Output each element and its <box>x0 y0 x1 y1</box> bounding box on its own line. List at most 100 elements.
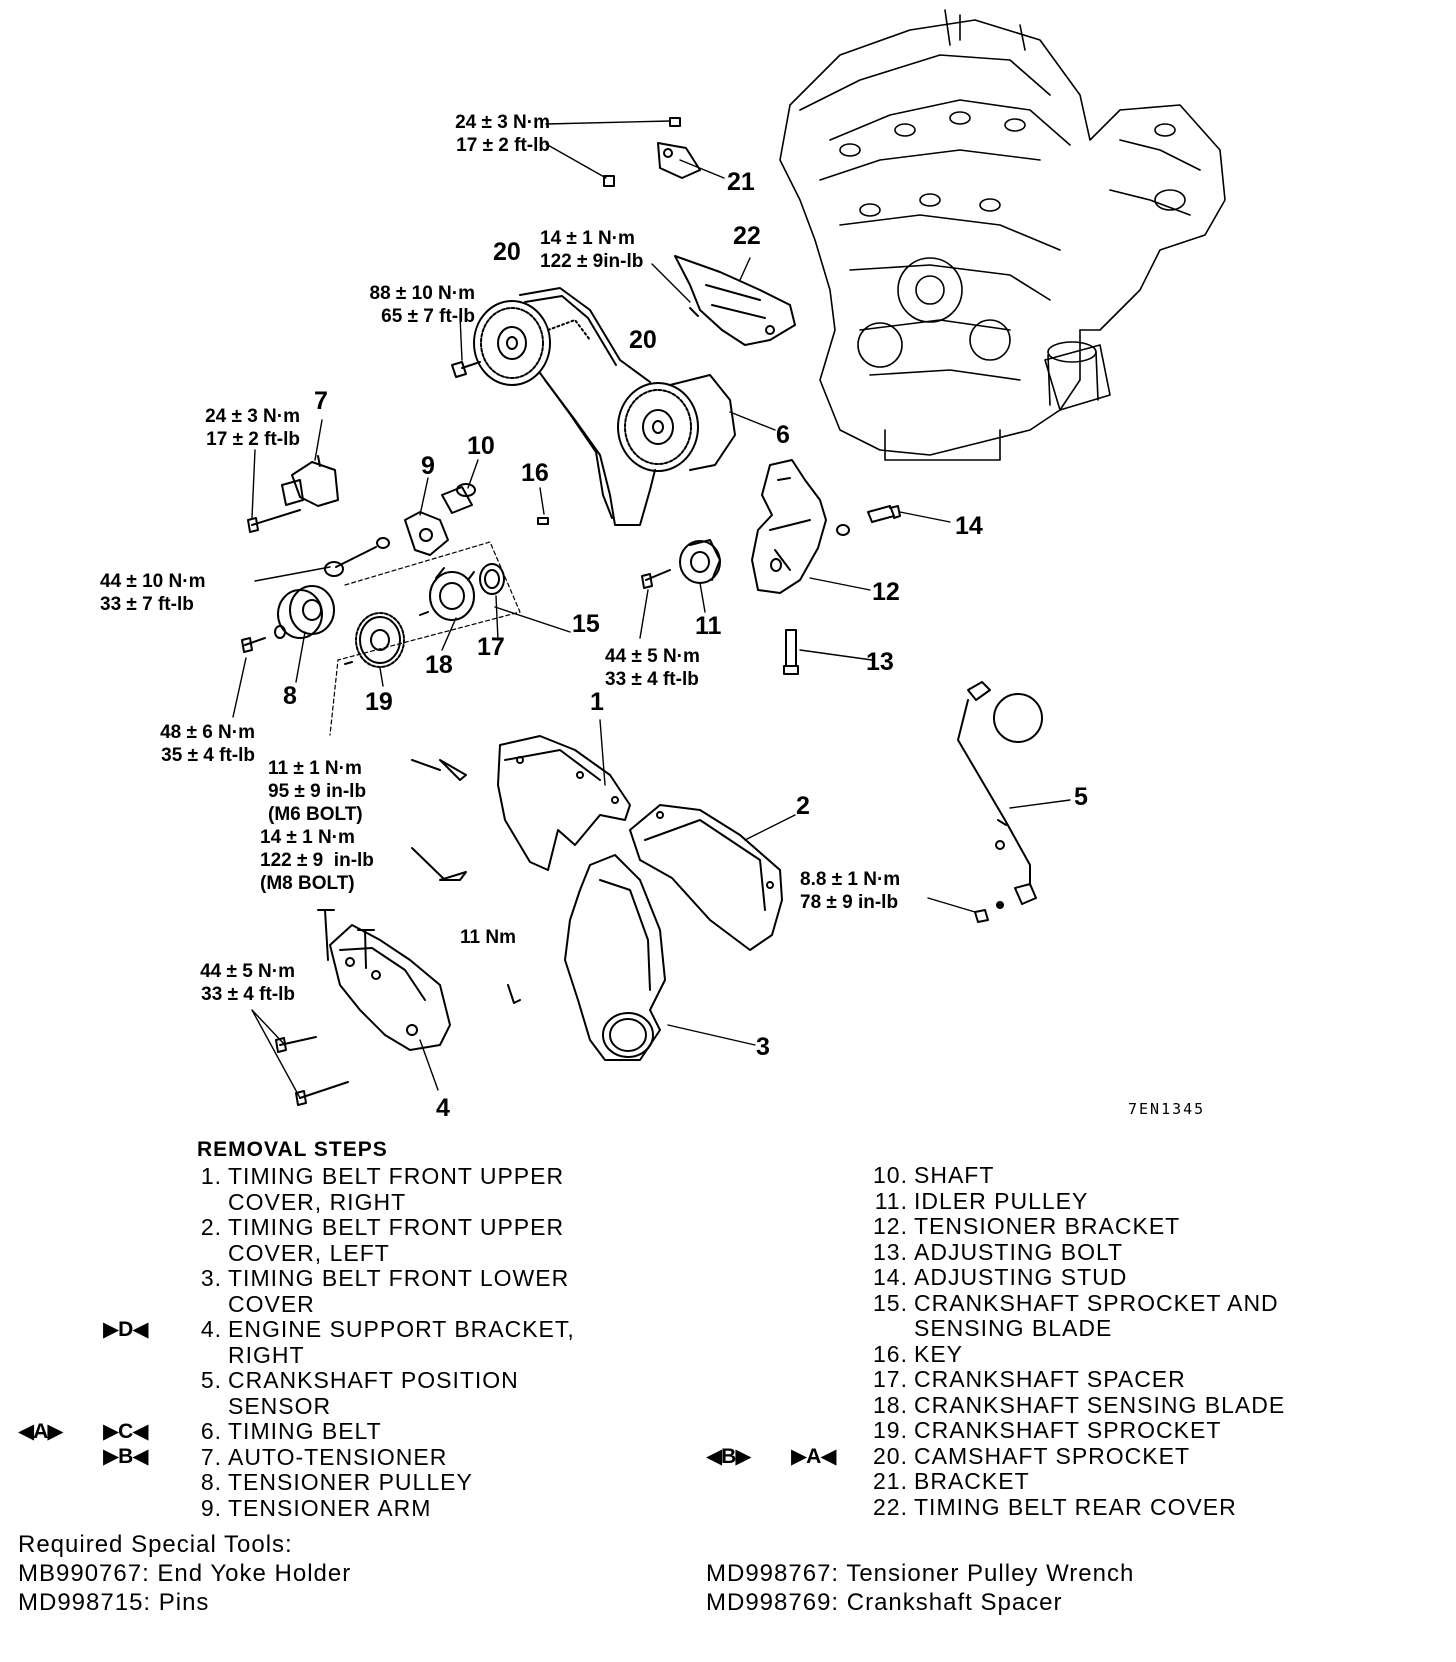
torque-spec-lower-cover-bolt: 11 Nm <box>460 926 540 949</box>
tensioner-bracket-12 <box>751 459 850 594</box>
removal-step: 16.KEY <box>864 1340 1285 1368</box>
removal-step: 11.IDLER PULLEY <box>864 1187 1285 1215</box>
torque-nm: 14 ± 1 N·m <box>540 228 635 249</box>
adjusting-stud-14 <box>867 505 901 523</box>
removal-step: 13.ADJUSTING BOLT <box>864 1238 1285 1266</box>
removal-step-number: 14. <box>873 1264 908 1290</box>
removal-step-text: TIMING BELT <box>228 1418 382 1444</box>
leader-8 <box>295 631 306 683</box>
removal-step-text: CRANKSHAFT SPROCKET AND SENSING BLADE <box>914 1289 1279 1341</box>
torque-ftlb: 17 ± 2 ft-lb <box>456 135 550 156</box>
removal-step-text: KEY <box>914 1340 964 1367</box>
leader-16 <box>539 487 545 515</box>
upper-cover-left-2 <box>629 804 783 951</box>
torque-spec-bracket-bolts: 24 ± 3 N·m 17 ± 2 ft-lb <box>420 111 550 157</box>
removal-step: 19.CRANKSHAFT SPROCKET <box>864 1417 1285 1444</box>
torque-spec-tensioner-pulley-bolt: 48 ± 6 N·m 35 ± 4 ft-lb <box>120 721 255 767</box>
callout-6: 6 <box>776 421 790 449</box>
removal-step-text: SHAFT <box>914 1162 995 1188</box>
removal-step-text: AUTO-TENSIONER <box>228 1443 448 1470</box>
tensioner-pulley-8 <box>241 585 335 653</box>
removal-step: 2.TIMING BELT FRONT UPPER COVER, LEFT <box>190 1214 575 1266</box>
callout-12: 12 <box>872 578 900 606</box>
removal-step-number: 2. <box>200 1214 222 1240</box>
removal-step-number: 11. <box>874 1187 908 1214</box>
removal-step: 4.ENGINE SUPPORT BRACKET, RIGHT <box>190 1316 575 1368</box>
special-tool-item: MD998715: Pins <box>18 1589 210 1616</box>
removal-step: 10.SHAFT <box>864 1162 1285 1189</box>
removal-step-text: CRANKSHAFT SPACER <box>914 1366 1186 1392</box>
torque-nm: 44 ± 10 N·m <box>100 571 206 592</box>
torque-spec-m6-bolt: 11 ± 1 N·m 95 ± 9 in-lb (M6 BOLT) <box>268 757 418 826</box>
torque-nm: 11 Nm <box>460 927 516 948</box>
leader-2 <box>744 814 796 841</box>
procedure-mark-step-6-c: ▶C◀ <box>103 1420 148 1443</box>
removal-step-text: ENGINE SUPPORT BRACKET, RIGHT <box>228 1316 575 1368</box>
leader-5-bolt <box>927 897 976 913</box>
removal-step-text: TIMING BELT REAR COVER <box>914 1493 1237 1520</box>
removal-step: 7.AUTO-TENSIONER <box>190 1443 575 1471</box>
leader-7 <box>314 419 323 461</box>
torque-ftlb: 33 ± 4 ft-lb <box>201 984 295 1005</box>
m8-bolt <box>411 847 467 881</box>
removal-step-number: 9. <box>200 1494 222 1521</box>
callout-16: 16 <box>521 459 549 487</box>
removal-step-number: 1. <box>200 1163 222 1189</box>
leader-4 <box>419 1039 439 1091</box>
leader-lines <box>545 120 725 179</box>
removal-step-text: TENSIONER BRACKET <box>914 1213 1181 1239</box>
callout-13: 13 <box>866 648 894 676</box>
removal-step: 18.CRANKSHAFT SENSING BLADE <box>864 1392 1285 1419</box>
removal-step-number: 12. <box>873 1213 908 1239</box>
torque-nm: 14 ± 1 N·m <box>260 827 355 848</box>
leader-6 <box>729 411 776 431</box>
sprocket-group-15-frame <box>329 541 521 736</box>
removal-step-text: TENSIONER ARM <box>228 1494 432 1521</box>
torque-spec-rear-cover-bolt: 14 ± 1 N·m 122 ± 9in-lb <box>540 227 668 273</box>
engine-support-bracket-4 <box>275 909 451 1106</box>
callout-11: 11 <box>695 612 722 640</box>
torque-spec-tensioner-arm-bolt: 44 ± 10 N·m 33 ± 7 ft-lb <box>100 570 250 616</box>
callout-22: 22 <box>733 222 761 250</box>
callout-7: 7 <box>314 387 328 415</box>
removal-step-text: BRACKET <box>914 1468 1030 1494</box>
callout-5: 5 <box>1074 783 1088 811</box>
torque-spec-cam-sprocket-bolt: 88 ± 10 N·m 65 ± 7 ft-lb <box>330 282 475 328</box>
leader-19 <box>379 667 384 687</box>
torque-nm: 11 ± 1 N·m <box>268 758 362 779</box>
removal-step-number: 8. <box>200 1469 222 1495</box>
leader-7-bolt <box>251 449 256 519</box>
leader-9-bolt <box>254 566 331 582</box>
procedure-mark-step-4: ▶D◀ <box>103 1318 148 1341</box>
crankshaft-sensing-blade-18 <box>429 567 475 621</box>
special-tools-right: MD998767: Tensioner Pulley Wrench MD9987… <box>706 1559 1134 1617</box>
torque-ftlb: 65 ± 7 ft-lb <box>381 306 475 327</box>
crankshaft-position-sensor-5 <box>957 681 1043 905</box>
removal-step: 14.ADJUSTING STUD <box>864 1264 1285 1291</box>
removal-step: 6.TIMING BELT <box>190 1418 575 1445</box>
cam-bolt <box>451 361 481 378</box>
leader-12 <box>809 577 871 591</box>
leader-14 <box>899 511 951 523</box>
removal-step-text: CAMSHAFT SPROCKET <box>914 1442 1190 1469</box>
callout-18: 18 <box>425 651 453 679</box>
leader-22 <box>739 257 751 281</box>
torque-ftlb: 33 ± 7 ft-lb <box>100 594 194 615</box>
torque-nm: 24 ± 3 N·m <box>455 112 550 133</box>
removal-step-text: TIMING BELT FRONT LOWER COVER <box>228 1265 570 1317</box>
sensor-bolt <box>974 901 1004 923</box>
removal-step: 20.CAMSHAFT SPROCKET <box>864 1442 1285 1470</box>
torque-ftlb: 33 ± 4 ft-lb <box>605 669 699 690</box>
removal-step-number: 15. <box>873 1289 908 1316</box>
callout-21: 21 <box>727 168 755 196</box>
removal-step-number: 19. <box>873 1417 908 1443</box>
leader-3 <box>667 1024 756 1046</box>
lower-cover-3 <box>564 854 666 1061</box>
engine-block-illustration <box>779 9 1226 461</box>
leader-17 <box>495 595 499 641</box>
removal-step-text: ADJUSTING BOLT <box>914 1238 1124 1265</box>
camshaft-sprocket-20-right <box>617 374 736 472</box>
bracket-21 <box>603 117 701 187</box>
leader-20-bolt <box>459 315 463 361</box>
leader-22-bolt <box>651 263 691 303</box>
